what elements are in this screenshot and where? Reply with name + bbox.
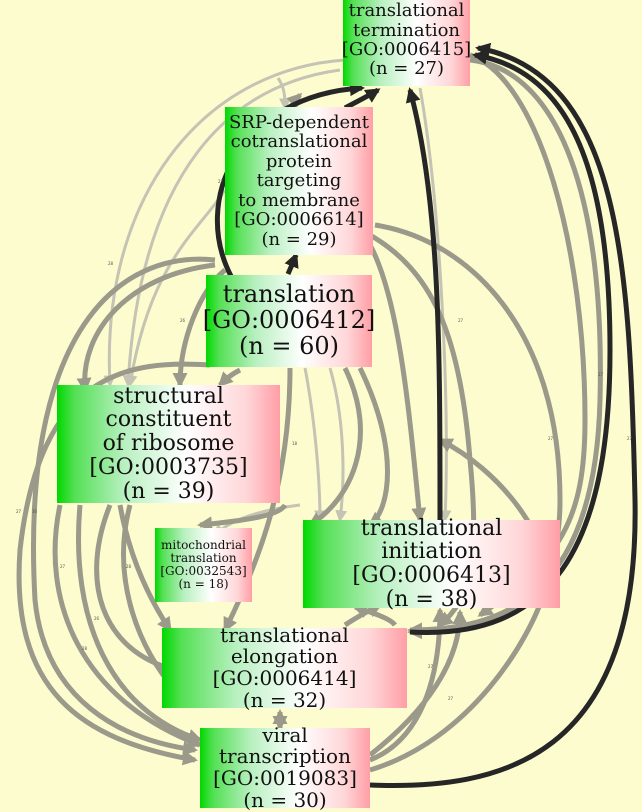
node-translation[interactable]: translation [GO:0006412] (n = 60)	[203, 275, 375, 367]
node-srp-dependent-targeting[interactable]: SRP-dependent cotranslational protein ta…	[225, 107, 373, 255]
edge	[343, 87, 381, 111]
edge	[407, 57, 603, 638]
node-label: mitochondrial translation [GO:0032543] (…	[160, 538, 247, 591]
node-translational-initiation[interactable]: translational initiation [GO:0006413] (n…	[303, 516, 560, 611]
edge-weight-label: 27	[218, 179, 224, 184]
edge	[368, 609, 468, 757]
edge	[405, 87, 443, 521]
edge	[125, 189, 227, 388]
node-label: translational termination [GO:0006415] (…	[341, 0, 472, 80]
edge-weight-label: 27	[458, 318, 464, 323]
edge-weight-label: 26	[94, 616, 100, 621]
edge	[418, 87, 452, 523]
edge	[284, 252, 299, 276]
node-label: translational initiation [GO:0006413] (n…	[352, 515, 511, 612]
edge	[328, 367, 348, 523]
edge-weight-label: 27	[548, 436, 554, 441]
edge	[16, 361, 211, 766]
edge-weight-label: 27	[16, 509, 22, 514]
node-label: translational elongation [GO:0006414] (n…	[212, 622, 357, 712]
node-viral-transcription[interactable]: viral transcription [GO:0019083] (n = 30…	[200, 722, 370, 812]
edge-weight-label: 30	[32, 509, 38, 514]
edge	[122, 68, 341, 388]
node-label: SRP-dependent cotranslational protein ta…	[228, 111, 370, 250]
edge	[31, 256, 216, 756]
node-mitochondrial-translation[interactable]: mitochondrial translation [GO:0032543] (…	[155, 528, 252, 602]
edge-weight-label: 28	[82, 646, 88, 651]
edge-weight-label: 28	[108, 261, 114, 266]
node-label: viral transcription [GO:0019083] (n = 30…	[213, 722, 357, 812]
node-label: translation [GO:0006412] (n = 60)	[202, 280, 376, 360]
edge	[52, 504, 203, 748]
edge-weight-label: 27	[448, 696, 454, 701]
edge	[94, 504, 178, 675]
edge	[357, 366, 390, 527]
edge	[117, 504, 173, 633]
edge-weight-label: 26	[180, 318, 186, 323]
node-translational-elongation[interactable]: translational elongation [GO:0006414] (n…	[162, 622, 407, 712]
node-structural-constituent-of-ribosome[interactable]: structural constituent of ribosome [GO:0…	[57, 383, 280, 504]
edge-weight-label: 27	[627, 436, 633, 441]
edge-weight-label: 18	[292, 441, 298, 446]
edge	[367, 243, 427, 523]
edge	[276, 77, 291, 111]
edge	[76, 504, 203, 744]
edge-weight-label: 27	[598, 372, 604, 377]
edge	[307, 366, 363, 528]
edge-weight-label: 27	[428, 664, 434, 669]
edge	[76, 262, 216, 393]
node-label: structural constituent of ribosome [GO:0…	[89, 383, 248, 504]
edge	[369, 42, 638, 788]
node-translational-termination[interactable]: translational termination [GO:0006415] (…	[341, 0, 472, 86]
edge	[197, 503, 288, 532]
edge	[217, 367, 242, 388]
edge	[303, 367, 326, 523]
edge-weight-label: 28	[126, 564, 132, 569]
edge-weight-label: 27	[60, 564, 66, 569]
edge	[409, 49, 613, 635]
